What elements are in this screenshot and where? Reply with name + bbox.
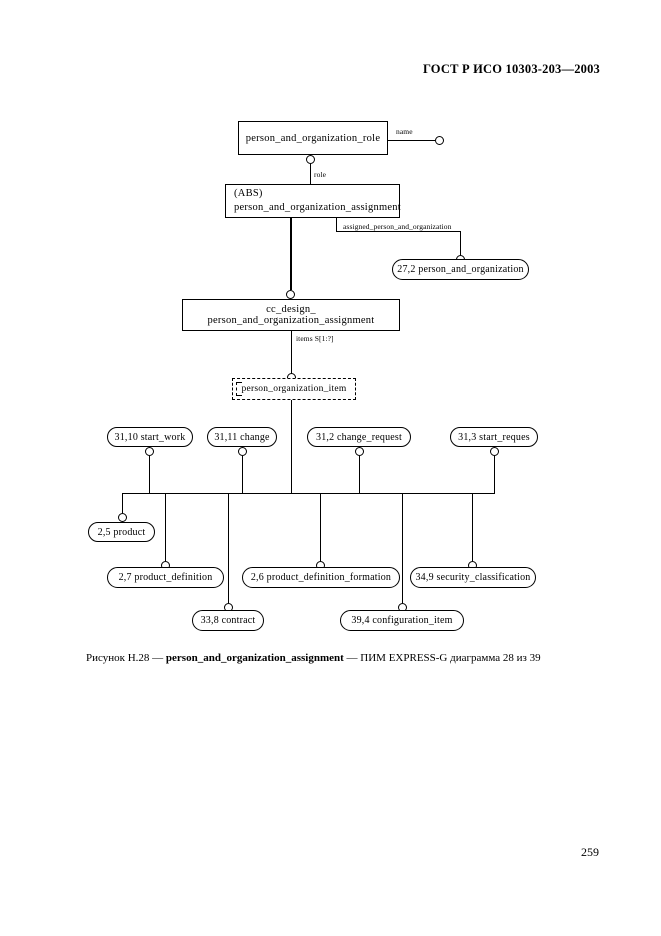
- page-ref-change-request[interactable]: 31,2 change_request: [307, 427, 411, 447]
- page-ref-product[interactable]: 2,5 product: [88, 522, 155, 542]
- page-ref-start-request[interactable]: 31,3 start_reques: [450, 427, 538, 447]
- select-type-inner-edge: [236, 382, 242, 396]
- caption-prefix: Рисунок Н.28 —: [86, 652, 166, 664]
- caption-entity-name: person_and_organization_assignment: [165, 652, 344, 664]
- subtype-circle-cc-design: [286, 290, 295, 299]
- page-ref-product-definition-formation[interactable]: 2,6 product_definition_formation: [242, 567, 400, 588]
- page-ref-change[interactable]: 31,11 change: [207, 427, 277, 447]
- attribute-label-assigned-person-and-organization: assigned_person_and_organization: [343, 222, 452, 231]
- subtype-line-cc-design: [290, 218, 292, 290]
- bus-drop-product-definition-formation: [320, 493, 321, 561]
- page-ref-security-classification[interactable]: 34,9 security_classification: [410, 567, 536, 588]
- entity-person-and-organization-assignment[interactable]: (ABS) person_and_organization_assignment: [225, 184, 401, 218]
- attribute-label-items: items S[1:?]: [296, 334, 334, 343]
- relation-line-assigned-v1: [336, 218, 337, 231]
- page-number: 259: [581, 845, 599, 859]
- relation-line-assigned-v2: [460, 231, 461, 255]
- attribute-circle-role: [306, 155, 315, 164]
- page-ref-start-work[interactable]: 31,10 start_work: [107, 427, 193, 447]
- abs-tag: (ABS): [234, 188, 263, 200]
- bus-drop-product: [122, 493, 123, 513]
- page-ref-contract[interactable]: 33,8 contract: [192, 610, 264, 631]
- select-type-person-organization-item[interactable]: person_organization_item: [232, 378, 356, 400]
- attribute-line-role: [310, 164, 311, 184]
- entity-cc-design-person-and-organization-assignment[interactable]: cc_design_ person_and_organization_assig…: [182, 299, 400, 331]
- circle-change-request: [355, 447, 364, 456]
- bus-drop-product-definition: [165, 493, 166, 561]
- page-ref-configuration-item[interactable]: 39,4 configuration_item: [340, 610, 464, 631]
- attribute-terminal-name: [435, 136, 444, 145]
- entity-person-and-organization-role[interactable]: person_and_organization_role: [238, 121, 388, 155]
- document-header: ГОСТ Р ИСО 10303-203—2003: [422, 62, 600, 76]
- attribute-label-name: name: [396, 127, 413, 136]
- circle-start-request: [490, 447, 499, 456]
- circle-start-work: [145, 447, 154, 456]
- attribute-line-items: [291, 331, 292, 378]
- page-ref-person-and-organization[interactable]: 27,2 person_and_organization: [392, 259, 529, 280]
- figure-caption: Рисунок Н.28 — person_and_organization_a…: [86, 652, 606, 665]
- bus-drop-contract: [228, 493, 229, 603]
- circle-change: [238, 447, 247, 456]
- entity-label-person-and-organization-assignment: person_and_organization_assignment: [234, 202, 401, 213]
- bus-drop-security-classification: [472, 493, 473, 561]
- caption-suffix: — ПИМ EXPRESS-G диаграмма 28 из 39: [343, 652, 541, 664]
- circle-product: [118, 513, 127, 522]
- bus-drop-configuration-item: [402, 493, 403, 603]
- relation-line-assigned-h: [336, 231, 461, 232]
- line-change-request: [359, 456, 360, 493]
- express-g-diagram: person_and_organization_role name role (…: [88, 121, 538, 631]
- page-ref-product-definition[interactable]: 2,7 product_definition: [107, 567, 224, 588]
- line-start-work: [149, 456, 150, 493]
- attribute-label-role: role: [314, 170, 327, 179]
- select-bus-line: [122, 493, 495, 494]
- line-change: [242, 456, 243, 493]
- select-trunk-line: [291, 400, 292, 493]
- attribute-line-name: [388, 140, 435, 141]
- line-start-request: [494, 456, 495, 493]
